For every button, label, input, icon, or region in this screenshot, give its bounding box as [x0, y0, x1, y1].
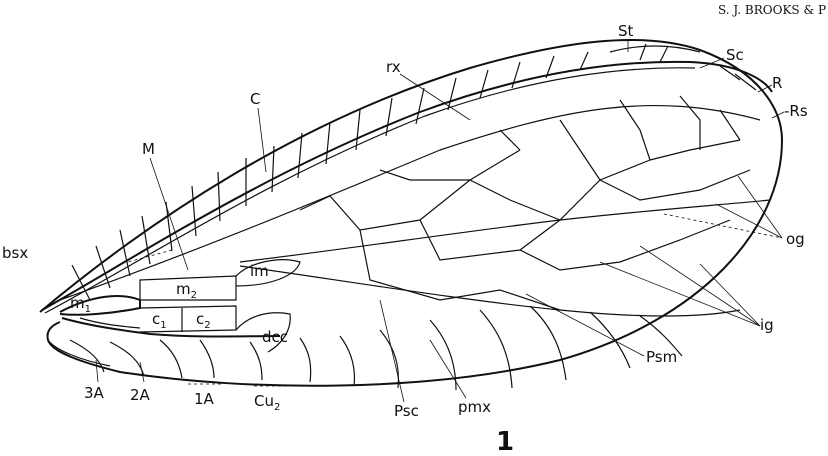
label-psc: Psc	[394, 402, 419, 420]
label-dcc: dcc	[262, 328, 288, 346]
label-ig: ig	[760, 316, 774, 334]
label-c: C	[250, 90, 260, 108]
label-pmx: pmx	[458, 398, 491, 416]
label-m: M	[142, 140, 155, 158]
label-og: og	[786, 230, 805, 248]
running-head: S. J. BROOKS & P	[718, 3, 826, 17]
label-sc: Sc	[726, 46, 744, 64]
label-st: St	[618, 22, 634, 40]
label-m2: m2	[176, 280, 197, 301]
label-bsx: bsx	[2, 244, 28, 262]
label-im: im	[250, 262, 269, 280]
label-c1: c1	[152, 310, 167, 331]
label-psm: Psm	[646, 348, 677, 366]
label-cu2: Cu2	[254, 392, 280, 413]
figure-number: 1	[496, 427, 514, 456]
label-r: R	[772, 74, 782, 92]
label-rx: rx	[386, 58, 401, 76]
label-2a: 2A	[130, 386, 151, 404]
label-c2: c2	[196, 310, 211, 331]
vein-labels: St Sc R -Rs rx C M bsx og ig Psm Psc pmx…	[2, 22, 808, 420]
label-rs: -Rs	[784, 102, 808, 120]
leader-lines	[96, 40, 784, 402]
label-m1: m1	[70, 294, 91, 315]
label-1a: 1A	[194, 390, 215, 408]
label-3a: 3A	[84, 384, 105, 402]
